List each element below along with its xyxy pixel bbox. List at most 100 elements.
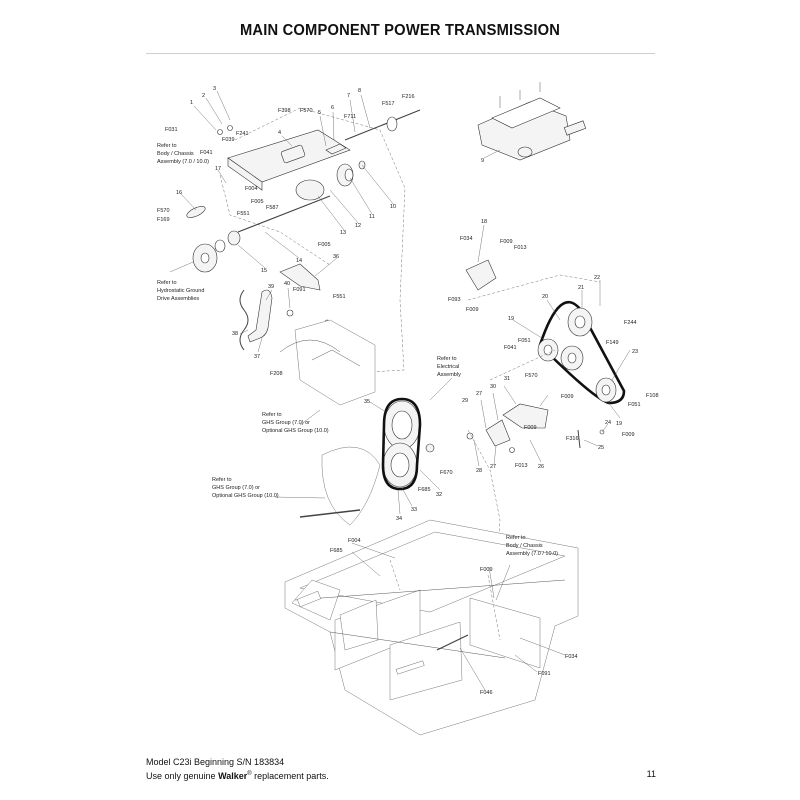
- part-code-f005: F005: [318, 242, 331, 248]
- part-code-f551: F551: [237, 211, 250, 217]
- part-code-f013: F013: [514, 245, 527, 251]
- callout-29: 29: [462, 398, 468, 404]
- part-code-f244: F244: [624, 320, 637, 326]
- part-code-f009: F009: [561, 394, 574, 400]
- part-code-f039: F039: [222, 137, 235, 143]
- callout-33: 33: [411, 507, 417, 513]
- part-code-f685: F685: [330, 548, 343, 554]
- idler-arm-assembly: [239, 263, 330, 351]
- callout-22: 22: [594, 275, 600, 281]
- callout-10: 10: [390, 204, 396, 210]
- callout-24: 24: [605, 420, 611, 426]
- part-code-f005: F005: [251, 199, 264, 205]
- reference-ghs-mid: Refer to GHS Group (7.0) or Optional GHS…: [262, 412, 329, 434]
- part-code-f108: F108: [646, 393, 659, 399]
- callout-labels: 1 2 3 4 5 6 7 8 9 10 11 12 13 14 15 16 1…: [157, 86, 659, 696]
- brand-name: Walker: [218, 771, 248, 781]
- callout-15: 15: [261, 268, 267, 274]
- callout-19a: 19: [508, 316, 514, 322]
- part-code-f013: F013: [515, 463, 528, 469]
- part-code-f051: F051: [628, 402, 641, 408]
- reference-notes: Refer to Body / Chassis Assembly (7.0 / …: [157, 143, 558, 557]
- callout-40: 40: [284, 281, 290, 287]
- callout-30: 30: [490, 384, 496, 390]
- part-code-f091: F091: [538, 671, 551, 677]
- part-code-f009: F009: [524, 425, 537, 431]
- callout-38: 38: [232, 331, 238, 337]
- registered-mark: ®: [247, 771, 252, 777]
- callout-7: 7: [347, 93, 350, 99]
- part-code-f091: F091: [293, 287, 306, 293]
- page-number: 11: [646, 769, 656, 779]
- callout-9: 9: [481, 158, 484, 164]
- reference-body-chassis-top: Refer to Body / Chassis Assembly (7.0 / …: [157, 143, 209, 165]
- upper-drive-assembly: [169, 107, 421, 373]
- part-code-f034: F034: [460, 236, 473, 242]
- callout-4: 4: [278, 130, 281, 136]
- genuine-parts-line: Use only genuine Walker® replacement par…: [146, 768, 656, 782]
- part-code-f670: F670: [440, 470, 453, 476]
- part-code-f711: F711: [344, 114, 356, 120]
- part-code-f034: F034: [565, 654, 578, 660]
- callout-8: 8: [358, 88, 361, 94]
- reference-electrical: Refer to Electrical Assembly: [437, 356, 461, 378]
- callout-13: 13: [340, 230, 346, 236]
- callout-17: 17: [215, 166, 221, 172]
- part-code-f570: F570: [157, 208, 170, 214]
- callout-35: 35: [364, 399, 370, 405]
- part-code-f316: F316: [566, 436, 579, 442]
- callout-leaders: [179, 90, 631, 691]
- part-code-f216: F216: [402, 94, 415, 100]
- part-code-f051: F051: [518, 338, 531, 344]
- part-code-f241: F241: [236, 131, 249, 137]
- model-line: Model C23i Beginning S/N 183834: [146, 757, 285, 767]
- part-code-f004: F004: [348, 538, 361, 544]
- callout-11: 11: [369, 214, 375, 220]
- callout-3: 3: [213, 86, 216, 92]
- drive-spindle-assembly: [477, 82, 587, 161]
- callout-23: 23: [632, 349, 638, 355]
- callout-14: 14: [296, 258, 302, 264]
- part-code-f149: F149: [606, 340, 619, 346]
- callout-20: 20: [542, 294, 548, 300]
- callout-28: 28: [476, 468, 482, 474]
- part-code-f587: F587: [266, 205, 279, 211]
- callout-39: 39: [268, 284, 274, 290]
- callout-27b: 27: [490, 464, 496, 470]
- callout-34: 34: [396, 516, 402, 522]
- reference-ghs-low: Refer to GHS Group (7.0) or Optional GHS…: [212, 477, 279, 499]
- right-belt-assembly: [465, 259, 626, 405]
- callout-27a: 27: [476, 391, 482, 397]
- callout-25: 25: [598, 445, 604, 451]
- part-code-f004: F004: [245, 186, 258, 192]
- callout-2: 2: [202, 93, 205, 99]
- title-divider: [146, 53, 655, 54]
- callout-6: 6: [331, 105, 334, 111]
- part-code-f009: F009: [500, 239, 513, 245]
- callout-16: 16: [176, 190, 182, 196]
- part-code-f031: F031: [165, 127, 178, 133]
- idler-brackets: [466, 403, 605, 601]
- callout-37: 37: [254, 354, 260, 360]
- part-code-f398: F398: [278, 108, 291, 114]
- genuine-prefix: Use only genuine: [146, 771, 219, 781]
- part-code-f009: F009: [466, 307, 479, 313]
- part-code-f570: F570: [300, 108, 313, 114]
- part-code-f517: F517: [382, 101, 395, 107]
- part-code-f041: F041: [504, 345, 517, 351]
- callout-31: 31: [504, 376, 510, 382]
- callout-32: 32: [436, 492, 442, 498]
- part-code-f041: F041: [200, 150, 213, 156]
- part-code-f570: F570: [525, 373, 538, 379]
- callout-5: 5: [318, 110, 321, 116]
- page-title: MAIN COMPONENT POWER TRANSMISSION: [239, 22, 561, 39]
- part-code-f046: F046: [480, 690, 493, 696]
- callout-18: 18: [481, 219, 487, 225]
- chassis-frame: [284, 519, 579, 736]
- callout-1: 1: [190, 100, 193, 106]
- part-code-f169: F169: [157, 217, 170, 223]
- callout-26: 26: [538, 464, 544, 470]
- part-code-f208: F208: [270, 371, 283, 377]
- part-code-f551: F551: [333, 294, 346, 300]
